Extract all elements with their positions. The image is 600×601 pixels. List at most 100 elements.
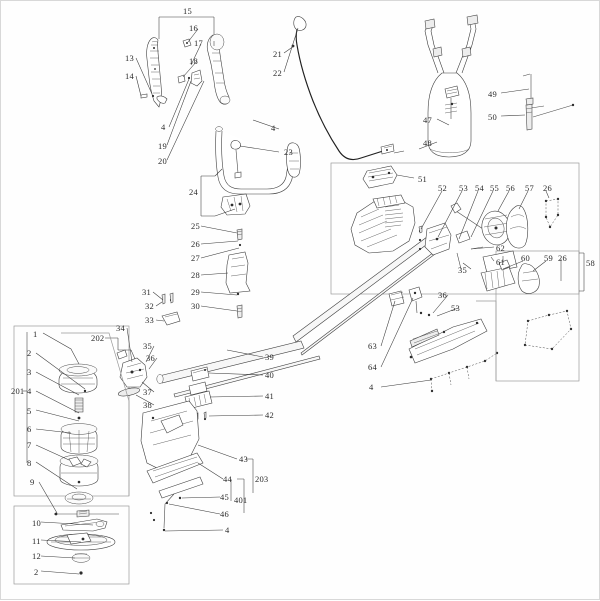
callout-46: 46 bbox=[220, 509, 229, 519]
throttle-handle-assembly bbox=[140, 33, 231, 108]
callout-61: 61 bbox=[496, 257, 505, 267]
callout-50: 50 bbox=[488, 112, 497, 122]
callout-37: 37 bbox=[143, 387, 152, 397]
blade-parts bbox=[46, 518, 116, 575]
callout-27: 27 bbox=[191, 253, 200, 263]
guard-assembly bbox=[140, 400, 204, 532]
callout-31: 31 bbox=[142, 287, 151, 297]
callout-24: 24 bbox=[189, 187, 198, 197]
callout-63: 63 bbox=[368, 341, 377, 351]
callout-4d: 4 bbox=[369, 382, 374, 392]
callout-35a: 35 bbox=[143, 341, 152, 351]
callout-57: 57 bbox=[525, 183, 534, 193]
callout-34: 34 bbox=[116, 323, 125, 333]
callout-19: 19 bbox=[158, 141, 167, 151]
throttle-cable bbox=[291, 16, 395, 161]
drive-shaft-assembly bbox=[116, 233, 440, 423]
leaders-loop-handle bbox=[200, 119, 280, 312]
blade-panel bbox=[13, 505, 130, 585]
engine-assembly bbox=[350, 165, 573, 351]
callout-28: 28 bbox=[191, 270, 200, 280]
callout-60: 60 bbox=[521, 253, 530, 263]
callout-45: 45 bbox=[220, 492, 229, 502]
callout-53b: 53 bbox=[451, 303, 460, 313]
leaders-lower-coupler bbox=[380, 262, 497, 388]
callout-17: 17 bbox=[194, 38, 203, 48]
callout-4a: 4 bbox=[161, 122, 166, 132]
callout-3: 3 bbox=[27, 367, 32, 377]
leaders-guard bbox=[164, 444, 238, 532]
callout-38: 38 bbox=[143, 400, 152, 410]
group-203: 203 bbox=[255, 474, 269, 484]
callout-13: 13 bbox=[125, 53, 134, 63]
callout-2: 2 bbox=[27, 348, 32, 358]
engine-panel bbox=[330, 162, 580, 295]
callout-59: 59 bbox=[544, 253, 553, 263]
leaders-blade bbox=[40, 521, 94, 575]
group-201: 201 bbox=[11, 386, 25, 396]
callout-23: 23 bbox=[284, 147, 293, 157]
callout-35b: 35 bbox=[458, 265, 467, 275]
callout-16: 16 bbox=[189, 23, 198, 33]
callout-2b: 2 bbox=[34, 567, 39, 577]
group-401: 401 bbox=[234, 495, 248, 505]
callout-4c: 4 bbox=[225, 525, 230, 535]
callout-21: 21 bbox=[273, 49, 282, 59]
callout-41: 41 bbox=[265, 391, 274, 401]
callout-55: 55 bbox=[490, 183, 499, 193]
callout-26b: 26 bbox=[543, 183, 552, 193]
callout-4b: 4 bbox=[271, 123, 276, 133]
callout-12: 12 bbox=[32, 551, 41, 561]
leaders-cable bbox=[283, 27, 405, 154]
callout-25: 25 bbox=[191, 221, 200, 231]
callout-47: 47 bbox=[423, 115, 432, 125]
callout-44: 44 bbox=[223, 474, 232, 484]
group-202: 202 bbox=[91, 333, 105, 343]
callout-52: 52 bbox=[438, 183, 447, 193]
callout-6: 6 bbox=[27, 424, 32, 434]
callout-30: 30 bbox=[191, 301, 200, 311]
callout-43: 43 bbox=[239, 454, 248, 464]
loop-handle-bar bbox=[215, 126, 301, 319]
callout-32: 32 bbox=[145, 301, 154, 311]
callout-22: 22 bbox=[273, 68, 282, 78]
callout-14: 14 bbox=[125, 71, 134, 81]
callout-54: 54 bbox=[475, 183, 484, 193]
callout-26c: 26 bbox=[558, 253, 567, 263]
callout-40: 40 bbox=[265, 370, 274, 380]
callout-56: 56 bbox=[506, 183, 515, 193]
leaders-trimmer-head bbox=[35, 332, 130, 514]
callout-18: 18 bbox=[189, 56, 198, 66]
leaders-shaft bbox=[126, 291, 264, 417]
callout-36b: 36 bbox=[438, 290, 447, 300]
callout-9: 9 bbox=[30, 477, 35, 487]
leaders-engine bbox=[396, 174, 550, 272]
callout-49: 49 bbox=[488, 89, 497, 99]
callout-39: 39 bbox=[265, 352, 274, 362]
callout-1: 1 bbox=[33, 329, 38, 339]
callout-53a: 53 bbox=[459, 183, 468, 193]
leaders-harness bbox=[418, 88, 530, 150]
callout-58: 58 bbox=[586, 258, 595, 268]
leaders-handle bbox=[135, 28, 215, 161]
callout-33: 33 bbox=[145, 315, 154, 325]
callout-26a: 26 bbox=[191, 239, 200, 249]
callout-5: 5 bbox=[27, 406, 32, 416]
callout-11: 11 bbox=[32, 536, 41, 546]
trimmer-head-parts bbox=[54, 363, 119, 518]
callout-10: 10 bbox=[32, 518, 41, 528]
lower-coupler bbox=[388, 286, 499, 393]
callout-7: 7 bbox=[27, 440, 32, 450]
callout-42: 42 bbox=[265, 410, 274, 420]
callout-29: 29 bbox=[191, 287, 200, 297]
callout-62: 62 bbox=[496, 243, 505, 253]
callout-48: 48 bbox=[423, 138, 432, 148]
callout-20: 20 bbox=[158, 156, 167, 166]
harness-assembly bbox=[424, 14, 575, 158]
callout-8: 8 bbox=[27, 458, 32, 468]
callout-51: 51 bbox=[418, 174, 427, 184]
callout-36a: 36 bbox=[146, 353, 155, 363]
callout-4: 4 bbox=[27, 386, 32, 396]
